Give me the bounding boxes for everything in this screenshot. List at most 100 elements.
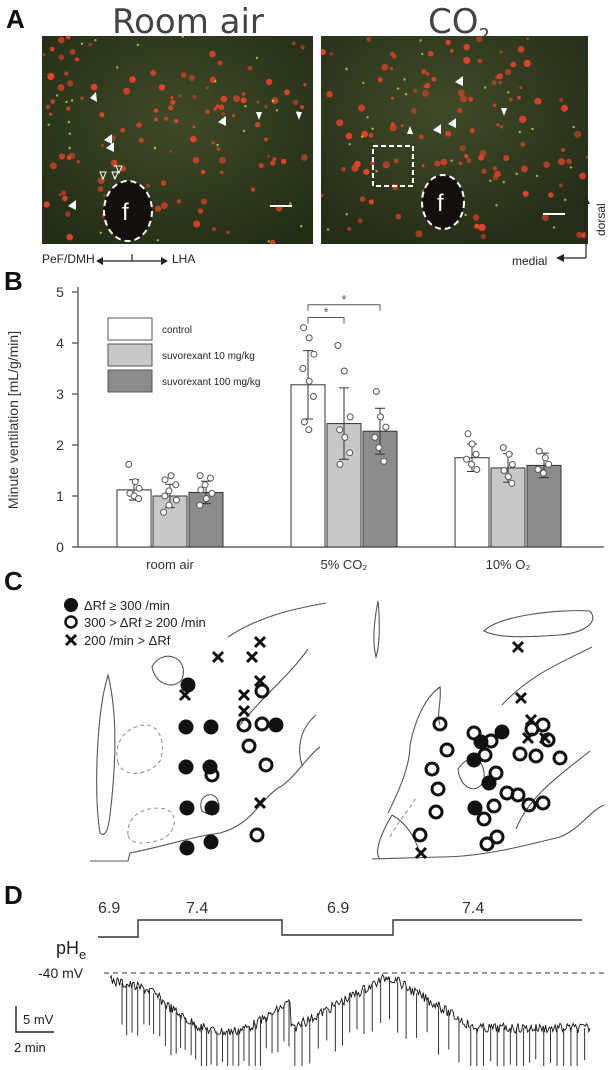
neuron-dot [499, 125, 504, 129]
panel-b-letter: B [4, 266, 23, 296]
data-point [336, 460, 344, 468]
data-point [172, 496, 180, 504]
neuron-dot [76, 160, 80, 164]
data-point [299, 365, 307, 372]
green-puncta [267, 240, 270, 243]
neuron-dot [389, 67, 394, 71]
neuron-dot [422, 89, 429, 97]
neuron-dot [541, 214, 549, 222]
axis-lha-label: LHA [172, 252, 196, 266]
neuron-dot [100, 143, 104, 147]
axis-double-arrow [96, 254, 168, 265]
strong-response-marker [494, 724, 510, 740]
weak-response-marker [511, 640, 525, 654]
green-puncta [564, 198, 567, 201]
neuron-dot [519, 86, 523, 90]
neuron-dot [247, 65, 253, 71]
data-point [380, 457, 388, 465]
neuron-dot [477, 58, 483, 64]
cross-stroke [538, 731, 552, 745]
neuron-dot [58, 193, 62, 197]
weak-response-marker [245, 650, 259, 664]
moderate-response-marker [254, 683, 270, 699]
axis-dorsal-label: dorsal [594, 203, 608, 236]
neuron-dot [254, 121, 261, 128]
data-point [472, 450, 480, 458]
moderate-response-marker [489, 829, 505, 845]
green-puncta [515, 172, 518, 175]
neuron-dot [215, 104, 220, 108]
neuron-dot [68, 152, 76, 159]
green-puncta [94, 39, 97, 42]
green-puncta [68, 132, 71, 135]
data-point [300, 324, 308, 332]
neuron-dot [192, 125, 196, 129]
neuron-dot [64, 71, 69, 76]
green-puncta [136, 43, 140, 47]
neuron-dot [522, 190, 529, 197]
neuron-dot [43, 201, 50, 208]
ventricle-outline [373, 600, 380, 659]
legend-filled-circle-icon [64, 598, 78, 612]
neuron-dot [176, 199, 181, 204]
green-puncta [348, 143, 351, 146]
neuron-dot [256, 100, 260, 104]
neuron-dot [226, 230, 230, 234]
neuron-dot [69, 48, 76, 55]
neuron-dot [90, 83, 98, 91]
ph-label: pHe [56, 938, 86, 962]
data-point [305, 334, 313, 342]
neuron-dot [241, 92, 246, 96]
neuron-dot [280, 158, 287, 165]
neuron-dot [66, 233, 73, 241]
panel-d-letter: D [4, 880, 23, 910]
green-puncta [366, 116, 369, 119]
neuron-dot [491, 80, 497, 86]
x-category-label: room air [146, 557, 194, 572]
neuron-dot [168, 105, 174, 111]
moderate-response-marker [466, 725, 482, 741]
tract-contour [501, 646, 593, 706]
x-category-label: 10% O₂ [486, 557, 531, 572]
data-point [202, 495, 210, 503]
moderate-response-marker [535, 795, 551, 811]
neuron-dot [458, 161, 463, 166]
data-point [468, 460, 475, 468]
weak-response-marker [211, 650, 225, 664]
neuron-dot [266, 154, 270, 158]
cross-stroke [414, 846, 428, 860]
arrowhead-marker [256, 112, 262, 120]
orientation-arrows [556, 196, 590, 262]
moderate-response-marker [477, 747, 493, 763]
arrowhead-marker [296, 112, 302, 120]
scale-bar-bracket [15, 1006, 54, 1033]
data-point [341, 433, 349, 441]
data-point [125, 460, 133, 468]
moderate-response-marker [249, 827, 265, 843]
neuron-dot [58, 153, 66, 160]
weak-response-marker [253, 796, 267, 810]
significance-star: * [323, 305, 328, 320]
panel-c-letter: C [4, 566, 23, 596]
upper-contour [483, 610, 594, 638]
right-map-outlines [371, 600, 605, 860]
neuron-dot [49, 162, 57, 170]
neuron-dot [57, 84, 65, 91]
green-puncta [419, 39, 422, 42]
inset-box [372, 145, 414, 187]
neuron-dot [480, 233, 487, 240]
neuron-dot [216, 147, 221, 151]
neuron-dot [520, 141, 526, 147]
neuron-dot [178, 94, 182, 98]
left-arrowhead-icon [96, 257, 103, 265]
neuron-dot [336, 119, 344, 127]
legend-open-circle-icon [64, 615, 78, 629]
neuron-dot [421, 69, 427, 75]
data-point [196, 501, 204, 509]
data-point [500, 467, 508, 474]
moderate-response-marker [521, 797, 537, 813]
arrowhead-marker [455, 76, 463, 86]
neuron-dot [492, 166, 497, 171]
data-point [375, 444, 383, 452]
neuron-dot [389, 124, 397, 132]
